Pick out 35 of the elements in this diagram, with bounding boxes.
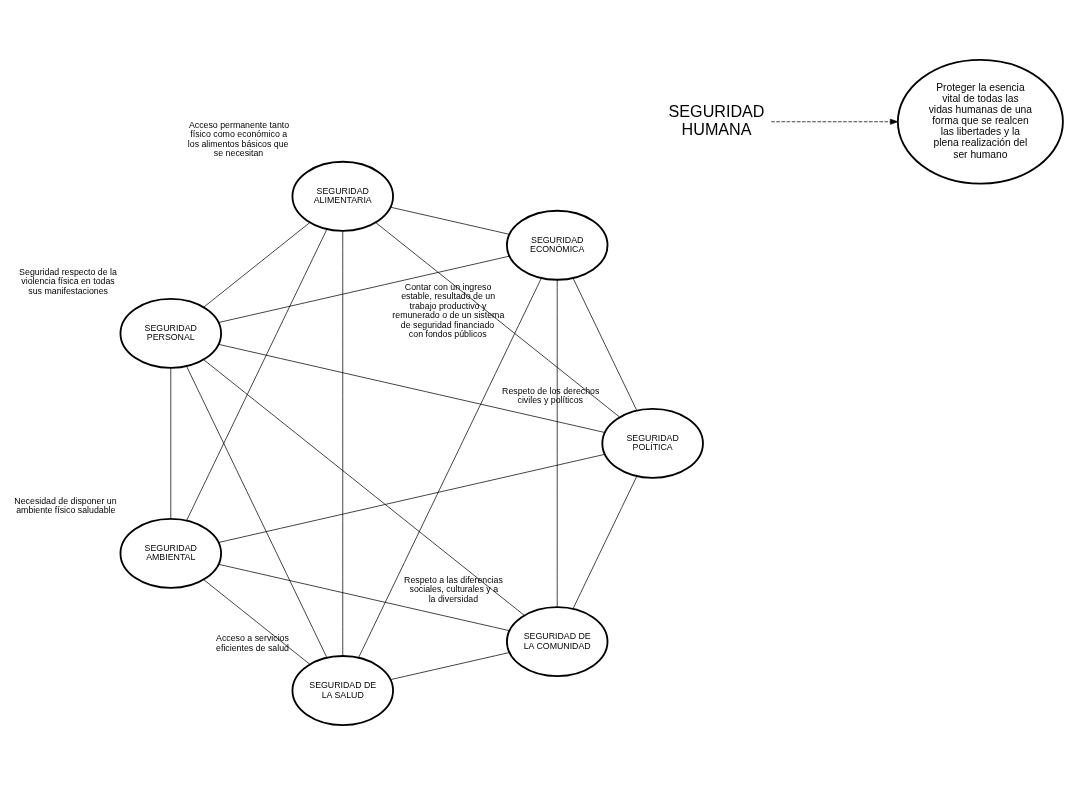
connector <box>390 206 510 235</box>
node-ellipse: SEGURIDAD DE LA SALUD <box>291 655 394 726</box>
node-ellipse: SEGURIDAD PERSONAL <box>119 298 222 369</box>
node-ellipse: SEGURIDAD ALIMENTARIA <box>291 160 394 232</box>
connector <box>342 230 344 657</box>
node-text: SEGURIDAD HUMANA <box>668 102 765 138</box>
connector <box>186 366 328 659</box>
node-label: Necesidad de disponer un ambiente físico saludable <box>14 495 117 516</box>
connector <box>572 476 638 609</box>
connector <box>390 652 510 680</box>
node-label: Acceso a servicios eficientes de salud <box>216 633 289 653</box>
node-label: Seguridad respecto de la violencia física en todas sus manifestaciones <box>19 266 117 296</box>
node-label: Contar con un ingreso estable, resultado de un trabajo productivo y remunerado o de un sistema de seguridad financiado con fondos públicos <box>392 281 505 340</box>
node-ellipse: SEGURIDAD AMBIENTAL <box>119 517 222 589</box>
node-label: Respeto de los derechos civiles y políticos <box>502 385 600 406</box>
node-ellipse: SEGURIDAD DE LA COMUNIDAD <box>505 606 609 678</box>
node-label: Respeto a las diferencias sociales, culturales y a la diversidad <box>404 574 503 605</box>
connector <box>203 222 311 308</box>
connector <box>186 228 328 521</box>
connector <box>572 277 638 411</box>
node-label: Acceso permanente tanto físico como económico a los alimentos básicos que se necesitan <box>187 119 290 159</box>
connector <box>170 367 172 520</box>
node-ellipse: SEGURIDAD ECONÓMICA <box>505 209 609 281</box>
connector <box>203 579 311 665</box>
connector <box>358 277 542 658</box>
connector <box>203 359 525 616</box>
connector <box>218 564 510 632</box>
connector <box>218 453 606 543</box>
connector <box>556 279 558 608</box>
connector <box>218 344 606 433</box>
connector <box>218 255 510 323</box>
node-ellipse: Proteger la esencia vital de todas las vidas humanas de una forma que se realcen las libertades y la plena realización del ser humano <box>896 58 1064 185</box>
arrow <box>770 118 899 125</box>
connector <box>375 222 620 418</box>
node-ellipse: SEGURIDAD POLÍTICA <box>601 407 704 479</box>
